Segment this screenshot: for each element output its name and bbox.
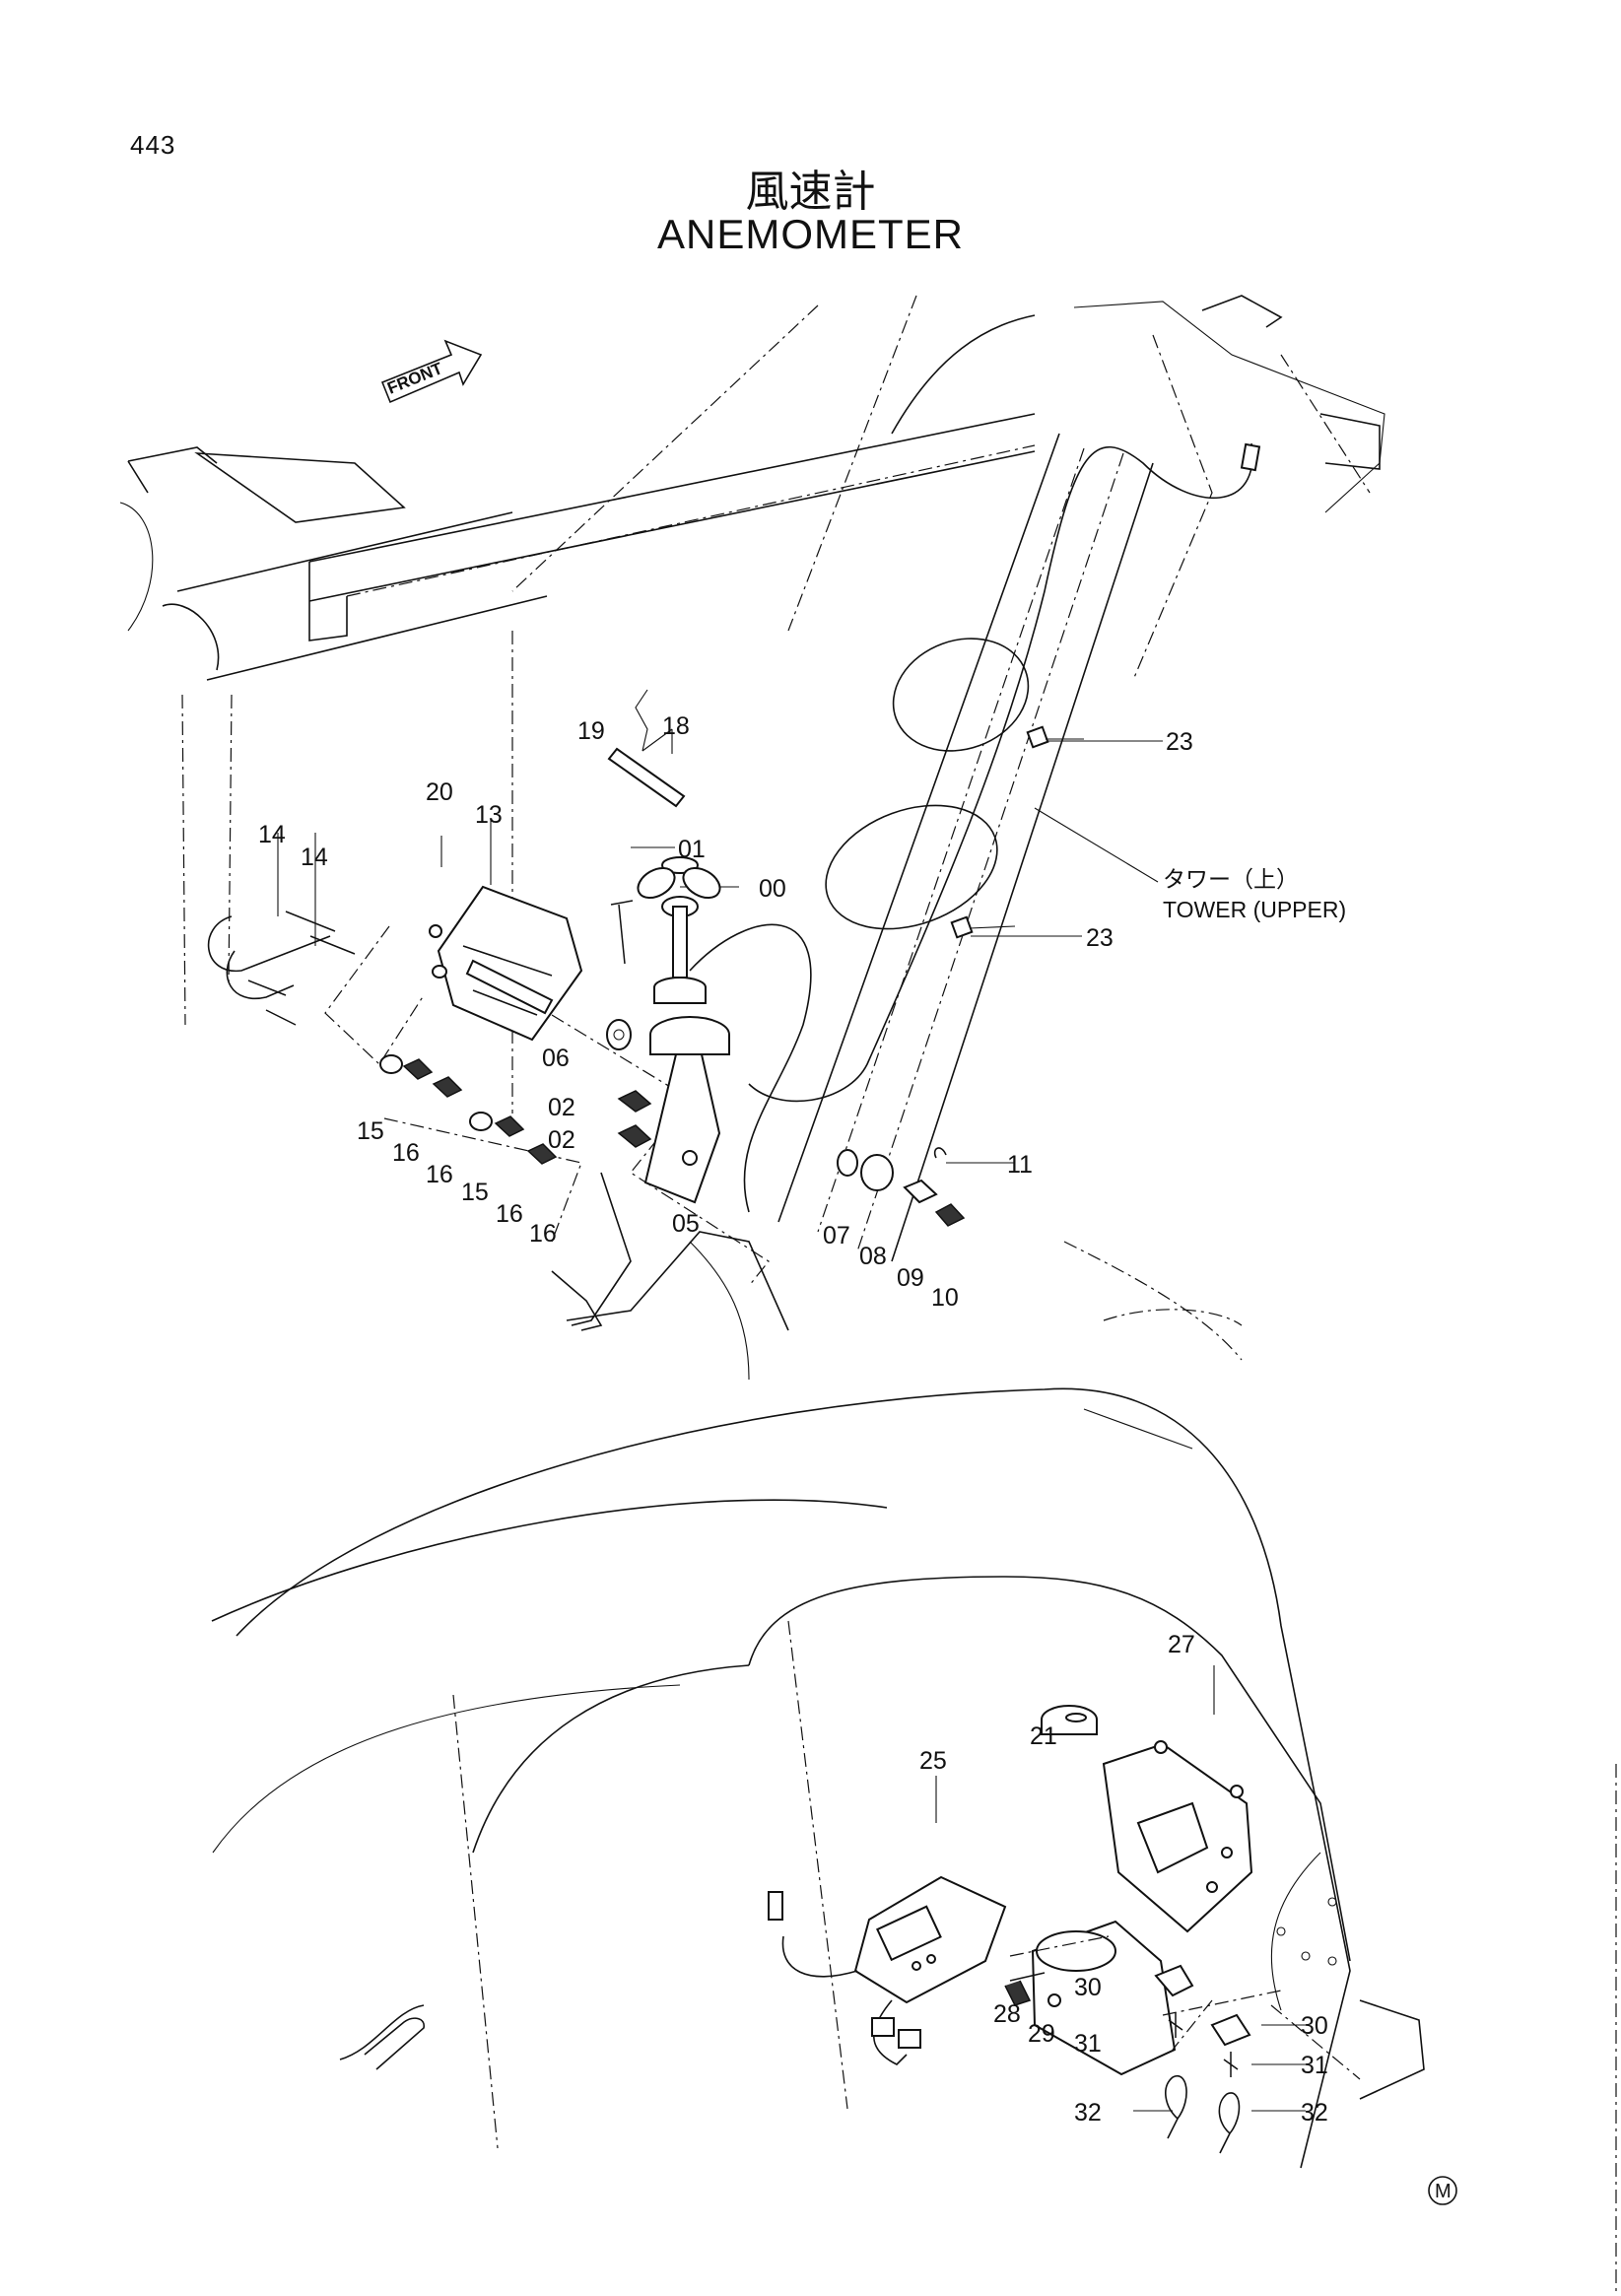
callout-31-right: 31 <box>1301 2052 1328 2079</box>
callout-09: 09 <box>897 1264 924 1292</box>
callout-08: 08 <box>859 1243 887 1270</box>
callout-labels: 23 23 19 18 20 13 14 14 01 00 06 02 02 1… <box>258 712 1328 2127</box>
callout-00: 00 <box>759 875 786 903</box>
tower-upper-boom <box>777 314 1154 1262</box>
callout-21: 21 <box>1030 1722 1057 1750</box>
callout-16-b: 16 <box>426 1161 453 1188</box>
display-unit-and-bracket <box>768 1705 1282 2154</box>
callout-30-left: 30 <box>1074 1974 1102 2001</box>
front-arrow-icon: FRONT <box>380 339 483 404</box>
callout-30-right: 30 <box>1301 2012 1328 2040</box>
callout-02-upper: 02 <box>548 1094 575 1121</box>
callout-07: 07 <box>823 1222 850 1249</box>
page-number: 443 <box>130 130 176 160</box>
callout-16-c: 16 <box>496 1200 523 1228</box>
callout-29: 29 <box>1028 2020 1055 2048</box>
callout-13: 13 <box>475 801 503 829</box>
tower-label-japanese: タワー（上） <box>1163 867 1299 893</box>
tower-label-english: TOWER (UPPER) <box>1163 897 1346 922</box>
callout-05: 05 <box>672 1210 700 1238</box>
callout-10: 10 <box>931 1284 959 1312</box>
anemometer-cable <box>689 442 1261 1213</box>
callout-14-right: 14 <box>301 844 328 871</box>
nuts-and-washers <box>379 965 966 1227</box>
callout-01: 01 <box>678 836 706 863</box>
title-english: ANEMOMETER <box>656 211 964 257</box>
anemometer-head <box>607 747 730 1204</box>
callout-32-right: 32 <box>1301 2099 1328 2127</box>
callout-16-d: 16 <box>529 1220 557 1248</box>
callout-23-upper: 23 <box>1166 728 1193 756</box>
callout-06: 06 <box>542 1045 570 1072</box>
circled-m-mark: M <box>1428 2176 1457 2205</box>
callout-25: 25 <box>919 1747 947 1775</box>
callout-19: 19 <box>577 717 605 745</box>
tower-label: タワー（上） TOWER (UPPER) <box>1163 867 1346 922</box>
callout-32-left: 32 <box>1074 2099 1102 2127</box>
cab-outline <box>211 1172 1425 2169</box>
callout-18: 18 <box>662 712 690 740</box>
anemometer-mounting-bracket <box>207 885 770 1287</box>
callout-15-right: 15 <box>461 1179 489 1206</box>
title-japanese: 風速計 <box>745 167 876 217</box>
callout-31-left: 31 <box>1074 2030 1102 2058</box>
machine-frame-outline <box>119 295 1385 1114</box>
callout-20: 20 <box>426 778 453 806</box>
callout-16-a: 16 <box>392 1139 420 1167</box>
callout-28: 28 <box>993 2000 1021 2028</box>
callout-23-lower: 23 <box>1086 924 1114 952</box>
callout-02-lower: 02 <box>548 1126 575 1154</box>
circled-m-letter: M <box>1435 2181 1452 2202</box>
callout-27: 27 <box>1168 1631 1195 1658</box>
callout-15-left: 15 <box>357 1117 384 1145</box>
callout-14-left: 14 <box>258 821 286 848</box>
callout-11: 11 <box>1007 1151 1033 1179</box>
